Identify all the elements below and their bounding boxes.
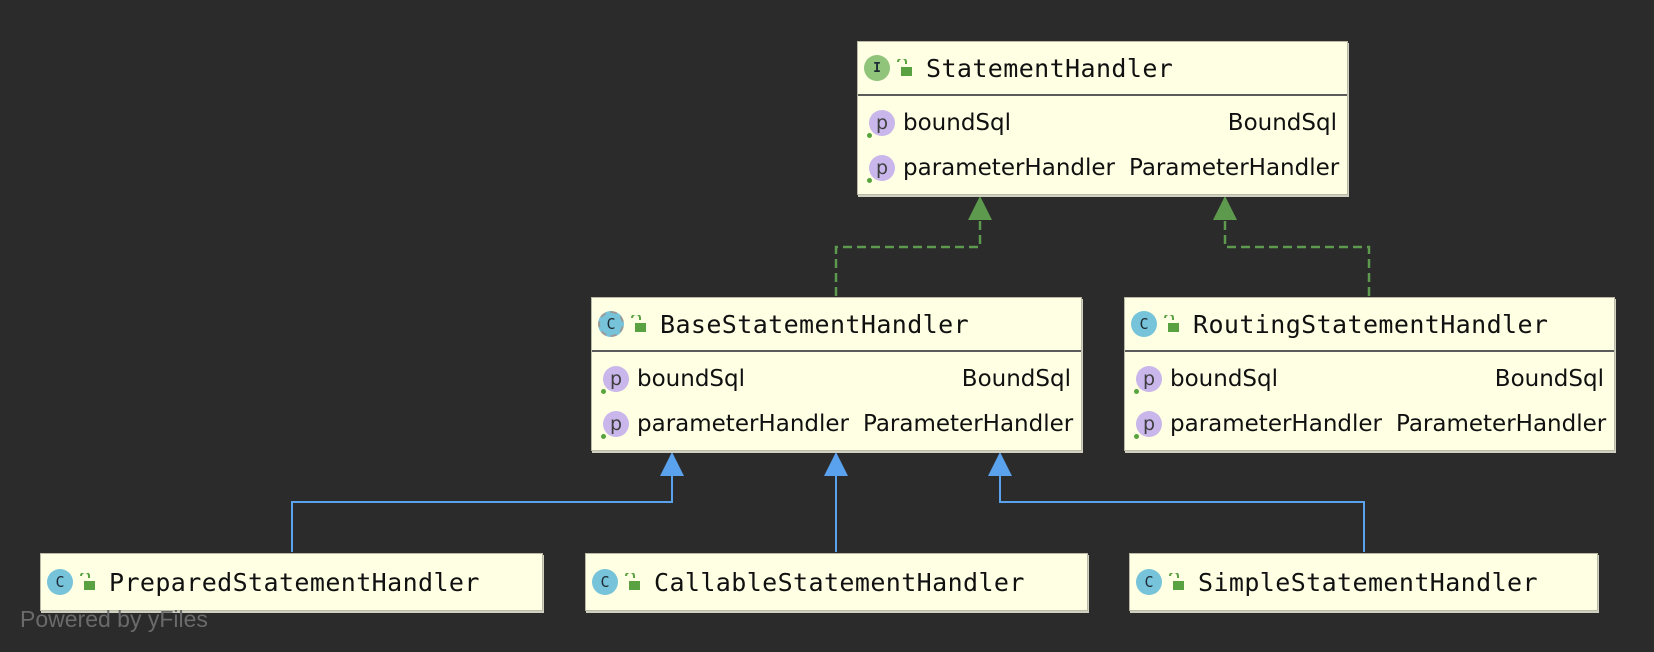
property-icon: p <box>867 154 895 183</box>
member-type: ParameterHandler <box>1129 154 1340 181</box>
abstract-class-icon: C <box>598 311 624 337</box>
member-row[interactable]: p parameterHandler ParameterHandler <box>592 401 1081 446</box>
member-list: p boundSql BoundSql p parameterHandler P… <box>592 352 1081 450</box>
property-icon: p <box>867 109 895 138</box>
class-name: SimpleStatementHandler <box>1198 567 1538 597</box>
member-row[interactable]: p parameterHandler ParameterHandler <box>858 145 1347 190</box>
class-name: BaseStatementHandler <box>660 309 970 339</box>
property-icon: p <box>601 365 629 394</box>
node-callable-statement-handler[interactable]: C CallableStatementHandler <box>585 553 1088 611</box>
member-name: boundSql <box>637 365 746 392</box>
arrowhead-implements-2 <box>1213 196 1237 220</box>
node-header: C CallableStatementHandler <box>586 554 1087 610</box>
edge-routing-implements-statement <box>1223 214 1371 296</box>
class-icon: C <box>47 569 73 595</box>
property-icon: p <box>601 410 629 439</box>
member-type: BoundSql <box>1227 109 1337 136</box>
member-row[interactable]: p parameterHandler ParameterHandler <box>1125 401 1614 446</box>
property-icon: p <box>1134 410 1162 439</box>
member-type: BoundSql <box>961 365 1071 392</box>
unlocked-icon <box>631 315 646 332</box>
class-icon: C <box>1136 569 1162 595</box>
property-icon: p <box>1134 365 1162 394</box>
member-type: ParameterHandler <box>863 410 1074 437</box>
interface-icon: I <box>864 55 890 81</box>
arrowhead-extends-1 <box>660 452 684 476</box>
member-type: ParameterHandler <box>1396 410 1607 437</box>
unlocked-icon <box>1169 573 1184 590</box>
class-name: PreparedStatementHandler <box>109 567 480 597</box>
member-row[interactable]: p boundSql BoundSql <box>1125 356 1614 401</box>
edge-prepared-extends-base <box>291 472 673 552</box>
node-header: I StatementHandler <box>858 42 1347 96</box>
member-name: boundSql <box>1170 365 1279 392</box>
unlocked-icon <box>1164 315 1179 332</box>
node-prepared-statement-handler[interactable]: C PreparedStatementHandler <box>40 553 543 611</box>
member-type: BoundSql <box>1494 365 1604 392</box>
unlocked-icon <box>897 59 912 76</box>
class-name: StatementHandler <box>926 53 1174 83</box>
member-list: p boundSql BoundSql p parameterHandler P… <box>1125 352 1614 450</box>
node-routing-statement-handler[interactable]: C RoutingStatementHandler p boundSql Bou… <box>1124 297 1615 451</box>
member-name: parameterHandler <box>637 410 849 437</box>
unlocked-icon <box>625 573 640 590</box>
node-header: C BaseStatementHandler <box>592 298 1081 352</box>
node-statement-handler[interactable]: I StatementHandler p boundSql BoundSql p… <box>857 41 1348 195</box>
arrowhead-extends-3 <box>988 452 1012 476</box>
arrowhead-implements-1 <box>968 196 992 220</box>
unlocked-icon <box>80 573 95 590</box>
member-name: boundSql <box>903 109 1012 136</box>
node-header: C PreparedStatementHandler <box>41 554 542 610</box>
node-simple-statement-handler[interactable]: C SimpleStatementHandler <box>1129 553 1598 611</box>
arrowhead-extends-2 <box>824 452 848 476</box>
class-name: RoutingStatementHandler <box>1193 309 1549 339</box>
edge-base-implements-statement <box>834 214 982 296</box>
node-base-statement-handler[interactable]: C BaseStatementHandler p boundSql BoundS… <box>591 297 1082 451</box>
member-name: parameterHandler <box>903 154 1115 181</box>
member-name: parameterHandler <box>1170 410 1382 437</box>
member-list: p boundSql BoundSql p parameterHandler P… <box>858 96 1347 194</box>
node-header: C SimpleStatementHandler <box>1130 554 1597 610</box>
class-icon: C <box>592 569 618 595</box>
edge-simple-extends-base <box>999 472 1365 552</box>
member-row[interactable]: p boundSql BoundSql <box>858 100 1347 145</box>
node-header: C RoutingStatementHandler <box>1125 298 1614 352</box>
class-name: CallableStatementHandler <box>654 567 1025 597</box>
class-icon: C <box>1131 311 1157 337</box>
yfiles-watermark: Powered by yFiles <box>20 606 208 632</box>
member-row[interactable]: p boundSql BoundSql <box>592 356 1081 401</box>
